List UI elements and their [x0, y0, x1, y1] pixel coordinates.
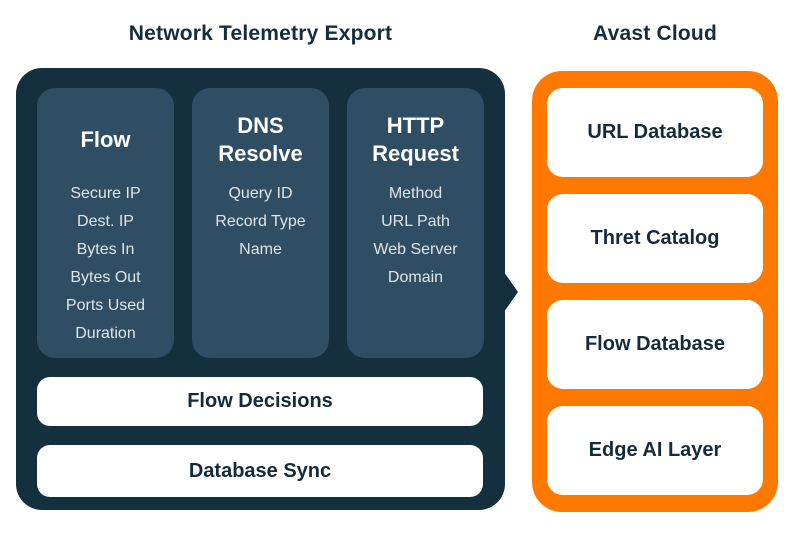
column-item-web-server-domain: Web Server Domain — [373, 241, 458, 286]
column-item-ports-used: Ports Used — [65, 297, 146, 314]
thret-catalog-card: Thret Catalog — [547, 194, 763, 283]
column-item-dest-ip: Dest. IP — [77, 213, 134, 230]
column-item-secure-ip: Secure IP — [70, 185, 141, 202]
column-item-query-id: Query ID — [228, 185, 293, 202]
column-heading: Flow — [80, 127, 131, 152]
column-heading: DNS Resolve — [218, 113, 303, 166]
flow-database-card: Flow Database — [547, 300, 763, 389]
flow-decisions-bar: Flow Decisions — [37, 377, 483, 426]
column-item-url-path: URL Path — [381, 213, 450, 230]
column-item-record-type: Record Type — [215, 213, 306, 230]
column-item-bytes-out: Bytes Out — [70, 269, 141, 286]
cloud-title: Avast Cloud — [593, 22, 717, 45]
right-arrow-icon — [504, 272, 518, 312]
edge-ai-layer-card: Edge AI Layer — [547, 406, 763, 495]
column-heading: HTTP Request — [372, 113, 459, 166]
column-item-method: Method — [388, 185, 443, 202]
database-sync-bar: Database Sync — [37, 445, 483, 497]
column-item-name: Name — [239, 241, 282, 258]
column-item-bytes-in: Bytes In — [76, 241, 135, 258]
telemetry-title: Network Telemetry Export — [128, 22, 393, 45]
column-item-duration: Duration — [75, 325, 136, 342]
url-database-card: URL Database — [547, 88, 763, 177]
